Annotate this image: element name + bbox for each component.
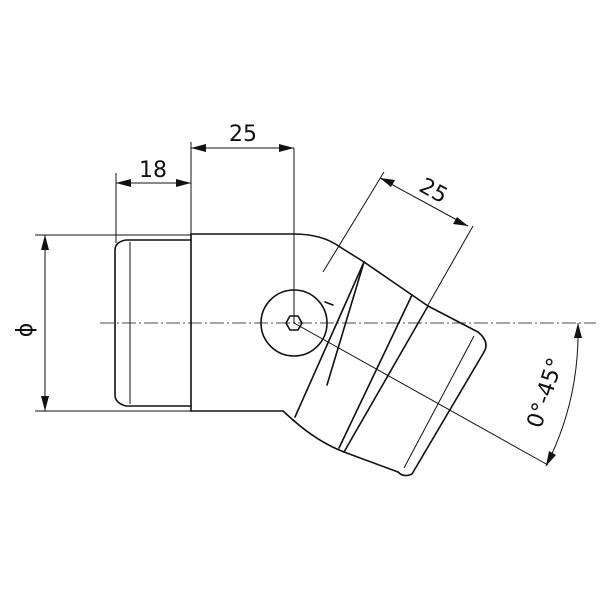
dimension-25-horizontal-label: 25 <box>229 122 257 147</box>
dimension-angle: 0°-45° <box>523 322 582 467</box>
dimension-25-horizontal: 25 <box>191 122 294 152</box>
housing-body <box>190 233 341 412</box>
angled-centerline <box>293 322 549 466</box>
dimension-18-label: 18 <box>139 158 167 183</box>
dimension-18: 18 <box>115 142 192 243</box>
diameter-symbol: ϕ <box>13 323 38 338</box>
angle-range-label: 0°-45° <box>523 355 569 431</box>
swivel-joint <box>282 246 487 477</box>
dimension-25-angled-label: 25 <box>415 174 452 209</box>
dimension-diameter: ϕ <box>13 234 191 412</box>
pivot-bolt <box>260 148 328 357</box>
fixed-sleeve <box>114 239 192 407</box>
